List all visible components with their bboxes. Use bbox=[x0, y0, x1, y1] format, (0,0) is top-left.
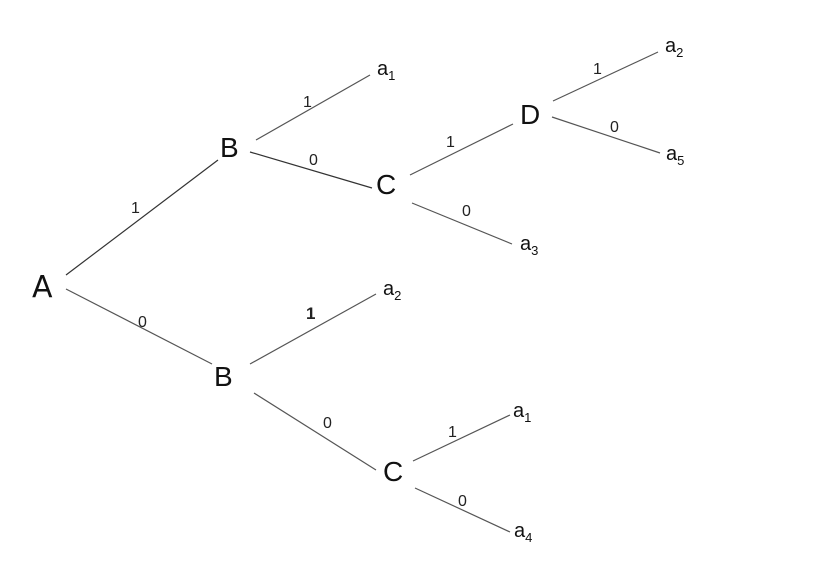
edge-label-b-upper-c: 0 bbox=[309, 152, 318, 169]
leaf-subscript: 5 bbox=[677, 153, 684, 168]
edge-c-lower-to-a4 bbox=[414, 487, 511, 533]
node-b-upper: B bbox=[220, 132, 239, 163]
leaf-base: a bbox=[520, 233, 532, 255]
leaf-d-a2: a2 bbox=[665, 35, 683, 60]
edge-label-b-lower-c: 0 bbox=[323, 415, 332, 432]
leaf-subscript: 1 bbox=[388, 68, 395, 83]
leaf-c-lower-a4: a4 bbox=[514, 520, 532, 545]
edge-label-d-a5: 0 bbox=[610, 119, 619, 136]
edge-b-upper-to-c bbox=[249, 151, 373, 189]
edge-c-lower-to-a1 bbox=[412, 414, 511, 462]
leaf-base: a bbox=[666, 143, 678, 165]
leaf-d-a5: a5 bbox=[666, 143, 684, 168]
edge-labels: 1 0 1 0 1 0 1 0 1 0 1 0 bbox=[131, 61, 619, 510]
edge-a-to-b-lower bbox=[65, 288, 213, 365]
leaf-c-lower-a1: a1 bbox=[513, 400, 531, 425]
edge-label-b-lower-a2: 1 bbox=[306, 304, 315, 323]
tree-edges bbox=[65, 51, 661, 533]
leaf-c-upper-a3: a3 bbox=[520, 233, 538, 258]
node-c-lower: C bbox=[383, 456, 403, 487]
edge-d-to-a2 bbox=[552, 51, 659, 102]
edge-b-lower-to-a2 bbox=[249, 293, 377, 365]
tree-nodes: A B C D B C bbox=[32, 99, 540, 487]
node-c-upper: C bbox=[376, 169, 396, 200]
leaf-base: a bbox=[377, 58, 389, 80]
node-b-lower: B bbox=[214, 361, 233, 392]
leaf-subscript: 2 bbox=[394, 288, 401, 303]
edge-label-c-lower-a4: 0 bbox=[458, 493, 467, 510]
edge-label-c-upper-d: 1 bbox=[446, 134, 455, 151]
node-d: D bbox=[520, 99, 540, 130]
edge-c-upper-to-a3 bbox=[411, 202, 513, 245]
leaf-labels: a1 a2 a5 a3 a2 a1 a4 bbox=[377, 35, 684, 545]
leaf-b-lower-a2: a2 bbox=[383, 278, 401, 303]
leaf-subscript: 4 bbox=[525, 530, 532, 545]
edge-b-lower-to-c bbox=[253, 392, 377, 471]
edge-label-a-b-upper: 1 bbox=[131, 200, 140, 217]
edge-label-d-a2: 1 bbox=[593, 61, 602, 78]
edge-a-to-b-upper bbox=[65, 159, 219, 276]
edge-b-upper-to-a1 bbox=[255, 74, 371, 141]
leaf-subscript: 2 bbox=[676, 45, 683, 60]
leaf-b-upper-a1: a1 bbox=[377, 58, 395, 83]
leaf-base: a bbox=[513, 400, 525, 422]
edge-d-to-a5 bbox=[551, 116, 661, 154]
leaf-base: a bbox=[514, 520, 526, 542]
leaf-base: a bbox=[665, 35, 677, 57]
edge-label-a-b-lower: 0 bbox=[138, 314, 147, 331]
leaf-subscript: 3 bbox=[531, 243, 538, 258]
edge-label-b-upper-a1: 1 bbox=[303, 94, 312, 111]
node-a-root: A bbox=[32, 270, 53, 305]
edge-label-c-upper-a3: 0 bbox=[462, 203, 471, 220]
edge-label-c-lower-a1: 1 bbox=[448, 424, 457, 441]
leaf-base: a bbox=[383, 278, 395, 300]
leaf-subscript: 1 bbox=[524, 410, 531, 425]
edge-c-upper-to-d bbox=[409, 123, 514, 176]
